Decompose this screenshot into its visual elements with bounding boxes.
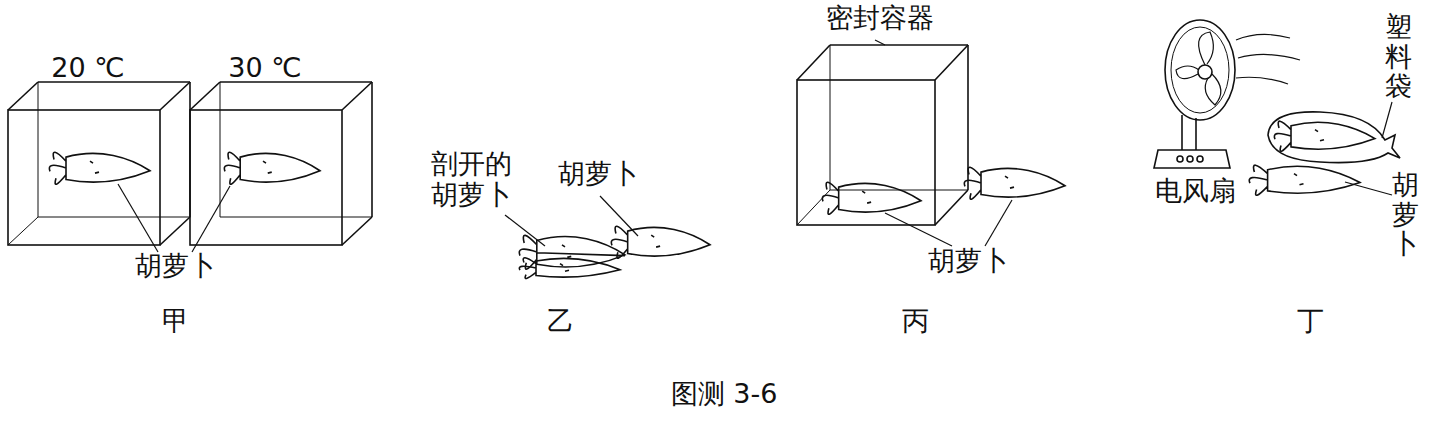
vertical-label: 塑料袋 bbox=[1385, 12, 1412, 101]
electric-fan bbox=[1154, 20, 1300, 168]
leader-lines bbox=[118, 40, 1392, 252]
carrot bbox=[611, 226, 710, 258]
plastic-bag bbox=[1268, 112, 1400, 163]
carrot bbox=[224, 152, 320, 184]
part-label: 剖开的 胡萝卜 bbox=[415, 148, 528, 210]
part-label: 密封容器 bbox=[826, 2, 934, 33]
carrot bbox=[1274, 121, 1375, 151]
part-label: 20 ℃ bbox=[51, 52, 124, 83]
carrot bbox=[822, 182, 921, 214]
part-label: 30 ℃ bbox=[228, 52, 301, 83]
carrot bbox=[1249, 165, 1360, 195]
carrot bbox=[519, 235, 625, 269]
carrot bbox=[519, 258, 620, 279]
figure-caption: 图测 3-6 bbox=[671, 378, 778, 409]
part-label: 胡萝卜 bbox=[558, 158, 639, 189]
part-label: 甲 bbox=[162, 305, 189, 336]
part-label: 丁 bbox=[1297, 305, 1324, 336]
carrot bbox=[49, 152, 150, 184]
vertical-label: 胡萝卜 bbox=[1392, 170, 1419, 259]
box-30 bbox=[190, 82, 372, 245]
part-label: 丙 bbox=[902, 305, 929, 336]
part-label: 胡萝卜 bbox=[135, 250, 216, 281]
box-20 bbox=[8, 82, 190, 245]
part-label: 乙 bbox=[547, 305, 574, 336]
part-label: 胡萝卜 bbox=[928, 245, 1009, 276]
part-label: 电风扇 bbox=[1155, 175, 1236, 206]
sealed-container bbox=[797, 45, 968, 225]
carrot bbox=[964, 167, 1065, 199]
